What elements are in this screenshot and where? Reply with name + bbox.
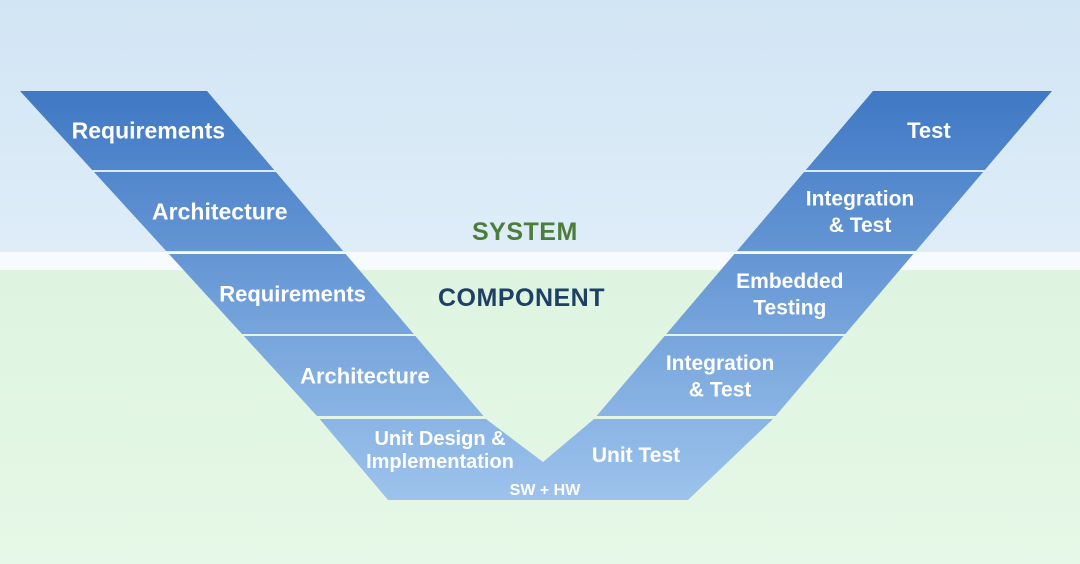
stage-label: Requirements: [219, 282, 366, 307]
stage-label: & Test: [829, 214, 892, 237]
stage-block: [243, 336, 484, 416]
stage-right-1-test: Test: [805, 91, 1052, 170]
stage-label: Integration: [806, 188, 915, 211]
base-label-sw-hw: SW + HW: [510, 482, 582, 499]
stage-left-3-requirements: Requirements: [168, 254, 414, 334]
stage-block: [20, 91, 275, 170]
stage-block: [805, 91, 1052, 170]
stage-label: Integration: [666, 352, 775, 375]
stage-block: [736, 172, 984, 251]
stage-left-5-unit-design-implementation: Unit Design &Implementation: [319, 419, 543, 500]
stage-block: [168, 254, 414, 334]
stage-right-4-integration-test: Integration & Test: [596, 336, 844, 416]
stage-label: Embedded: [736, 270, 843, 293]
stage-label: Architecture: [300, 364, 430, 389]
stage-left-1-requirements: Requirements: [20, 91, 275, 170]
stage-label: Unit Test: [592, 444, 680, 467]
stage-label: & Test: [689, 378, 752, 401]
stage-block: [319, 419, 543, 500]
stage-block: [666, 254, 914, 334]
stage-right-5-unit-test: Unit Test: [543, 419, 774, 500]
stage-left-2-architecture: Architecture: [94, 172, 344, 251]
stage-label: Test: [907, 118, 951, 143]
stage-block: [543, 419, 774, 500]
stage-right-2-integration-test: Integration & Test: [736, 172, 984, 251]
stage-label: Requirements: [72, 118, 225, 144]
stage-block: [596, 336, 844, 416]
stage-label: Testing: [753, 296, 826, 319]
stage-left-4-architecture: Architecture: [243, 336, 484, 416]
stage-label: Unit Design &: [374, 428, 505, 450]
component-level-band: [0, 270, 1080, 564]
component-level-label: COMPONENT: [438, 284, 605, 312]
stage-block: [94, 172, 344, 251]
stage-label: Architecture: [152, 199, 287, 225]
system-level-label: SYSTEM: [472, 218, 578, 246]
stage-label: Implementation: [366, 451, 514, 473]
